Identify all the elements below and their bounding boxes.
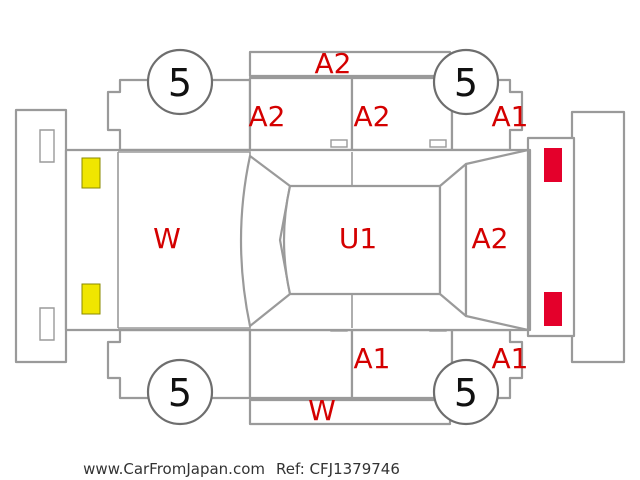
tire-front-right-label: 5 — [168, 371, 192, 415]
tire-rear-left-label: 5 — [454, 61, 478, 105]
front-bumper — [14, 108, 68, 364]
rocker-right — [248, 398, 452, 426]
tire-rear-right-label: 5 — [454, 371, 478, 415]
footer-ref: Ref: CFJ1379746 — [276, 460, 400, 478]
rear-bumper — [526, 110, 626, 364]
code-rear-quarter-left: A1 — [492, 100, 529, 133]
rear-light-lower — [544, 292, 562, 326]
code-rear-glass: A2 — [472, 222, 509, 255]
front-light-lower — [81, 283, 101, 315]
tire-front-right: 5 — [146, 358, 214, 426]
code-roof-side-top: A2 — [315, 47, 352, 80]
code-front-door-left: A2 — [249, 100, 286, 133]
tire-rear-right: 5 — [432, 358, 500, 426]
code-rocker-bottom: W — [308, 394, 336, 427]
tire-front-left: 5 — [146, 48, 214, 116]
front-light-upper — [81, 157, 101, 189]
rear-light-upper — [544, 148, 562, 182]
tire-front-left-label: 5 — [168, 61, 192, 105]
code-hood: W — [153, 222, 181, 255]
code-rear-quarter-right: A1 — [492, 342, 529, 375]
code-rear-door-left: A2 — [354, 100, 391, 133]
tire-rear-left: 5 — [432, 48, 500, 116]
body-top-view — [64, 148, 532, 332]
code-rear-door-right: A1 — [354, 342, 391, 375]
code-roof: U1 — [339, 222, 377, 255]
footer-source: www.CarFromJapan.com — [83, 460, 265, 478]
